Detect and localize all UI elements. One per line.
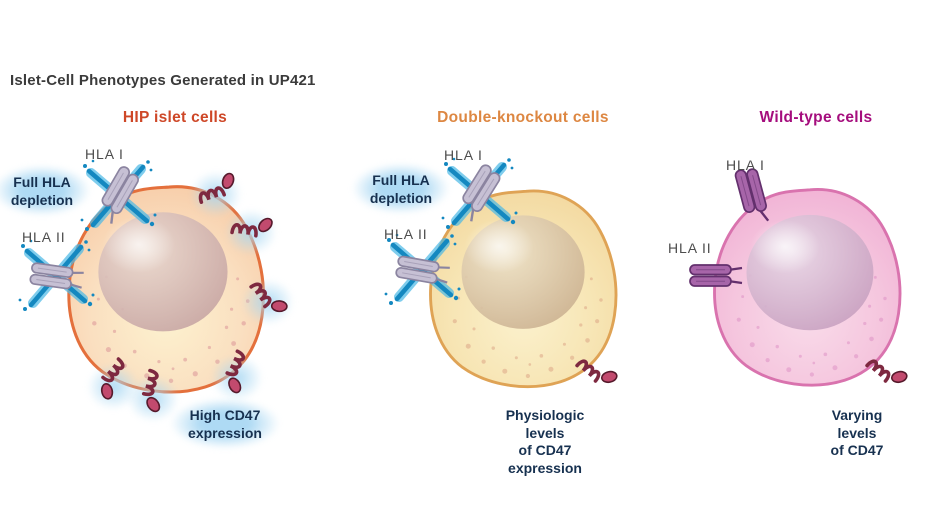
- full-hla-depletion-label: Full HLA depletion: [10, 174, 74, 208]
- cd47-receptor-icon: [230, 209, 278, 240]
- hla-ii-label: HLA II: [668, 240, 712, 256]
- hla-i-label: HLA I: [444, 147, 483, 163]
- panel-wild-type-cells: Wild-type cells: [642, 100, 936, 470]
- cell-illustration: [67, 185, 266, 394]
- panel-heading: Wild-type cells: [759, 109, 873, 126]
- hla-ii-receptor-intact: [688, 263, 744, 288]
- cd47-caption: High CD47 expression: [188, 407, 262, 441]
- cell-illustration: [713, 188, 902, 387]
- hla-ii-receptor-depleted: [13, 238, 99, 314]
- hla-i-molecule-icon: [733, 164, 772, 228]
- glow: [87, 364, 139, 410]
- hla-i-receptor-intact: [733, 164, 772, 228]
- figure-title: Islet-Cell Phenotypes Generated in UP421: [10, 72, 316, 90]
- panel-hip-islet-cells: HIP islet cells: [0, 100, 312, 470]
- hla-i-receptor-depleted: [437, 152, 521, 236]
- hla-i-label: HLA I: [726, 157, 765, 173]
- panel-heading: Double-knockout cells: [437, 109, 609, 126]
- cell-illustration: [429, 189, 618, 388]
- hla-ii-label: HLA II: [384, 226, 428, 242]
- cd47-caption: Physiologic levels of CD47 expression: [505, 407, 585, 476]
- hla-i-label: HLA I: [85, 146, 124, 162]
- nucleus-highlight: [750, 219, 820, 274]
- hla-ii-label: HLA II: [22, 229, 66, 245]
- panel-double-knockout-cells: Double-knockout cells: [312, 100, 642, 476]
- hla-ii-receptor-depleted: [379, 232, 465, 308]
- cd47-caption: Varying levels of CD47: [830, 407, 884, 458]
- nucleus-highlight: [102, 216, 176, 273]
- nucleus-highlight: [464, 219, 534, 274]
- hla-ii-molecule-icon: [688, 263, 744, 288]
- panel-heading: HIP islet cells: [122, 109, 228, 126]
- full-hla-depletion-label: Full HLA depletion: [369, 172, 433, 206]
